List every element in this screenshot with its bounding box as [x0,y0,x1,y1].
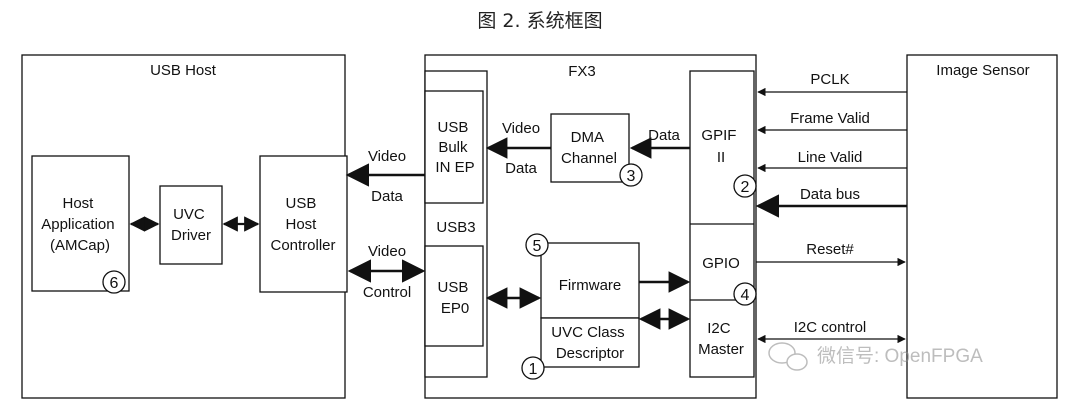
data-bus-label: Data bus [800,186,860,203]
usb-bulk-in-ep-box [424,90,484,204]
data-top-label: Data [371,188,403,205]
uvc-driver-box [159,185,223,265]
host-application-box [31,155,130,292]
marker-1: 1 [521,356,545,380]
bulk-video-label: Video [502,120,540,137]
frame-valid-label: Frame Valid [790,110,870,127]
figure-caption: 图 2. 系统框图 [477,10,603,32]
video-bottom-label: Video [368,243,406,260]
usb3-label: USB3 [436,219,475,236]
image-sensor-label: Image Sensor [936,62,1029,79]
firmware-label: Firmware [559,277,622,294]
usb-ep0-box [424,245,484,347]
marker-2: 2 [733,174,757,198]
bulk-data-label: Data [505,160,537,177]
gpio-label: GPIO [702,255,740,272]
i2c-master-label: I2C Master [698,320,744,358]
i2c-control-label: I2C control [794,319,867,336]
image-sensor-box [906,54,1058,399]
usb-host-controller-label: USB Host Controller [270,195,335,254]
line-valid-label: Line Valid [798,149,863,166]
wechat-icon [768,342,808,371]
wechat-watermark: 微信号: OpenFPGA [768,342,983,371]
dma-data-label: Data [648,127,680,144]
svg-text:2: 2 [741,179,750,196]
firmware-box [540,242,640,319]
svg-text:微信号: OpenFPGA: 微信号: OpenFPGA [817,345,983,367]
host-application-label: Host Application (AMCap) [41,195,119,254]
svg-text:3: 3 [627,168,636,185]
svg-text:5: 5 [533,238,542,255]
usb-host-controller-box [259,155,348,293]
video-top-label: Video [368,148,406,165]
control-bottom-label: Control [363,284,411,301]
usb-ep0-label: USB EP0 [437,279,472,317]
svg-text:6: 6 [110,275,119,292]
marker-5: 5 [525,233,549,257]
gpif-label: GPIF II [701,127,740,166]
marker-6: 6 [102,270,126,294]
usb-bulk-in-ep-label: USB Bulk IN EP [435,119,474,176]
reset-label: Reset# [806,241,854,258]
svg-text:1: 1 [529,361,538,378]
dma-channel-label: DMA Channel [561,129,617,167]
pclk-label: PCLK [810,71,849,88]
uvc-class-descriptor-label: UVC Class Descriptor [551,324,629,362]
uvc-driver-label: UVC Driver [171,206,211,244]
marker-4: 4 [733,282,757,306]
marker-3: 3 [619,163,643,187]
usb-host-label: USB Host [150,62,217,79]
svg-text:4: 4 [741,287,750,304]
uvc-class-descriptor-box [540,317,640,368]
fx3-label: FX3 [568,63,596,80]
dma-channel-box [550,113,630,183]
